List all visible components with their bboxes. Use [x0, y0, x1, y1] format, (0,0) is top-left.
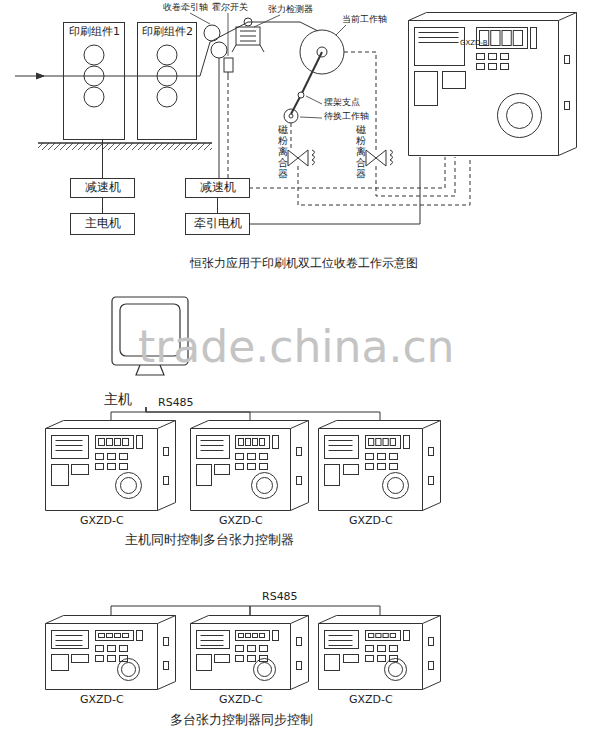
annotation: RS485	[158, 397, 194, 410]
annotation: 收卷牵引轴	[163, 2, 208, 12]
connector-line	[250, 606, 380, 615]
connector-line	[102, 198, 103, 213]
annotation: RS485	[262, 591, 298, 604]
controller-drawing	[190, 615, 309, 690]
node-label: 减速机	[85, 181, 121, 195]
node-label: 牵引电机	[194, 217, 242, 231]
node-label: GXZD-C	[219, 694, 263, 707]
tension-controller: GXZD-C	[45, 420, 177, 528]
node-label: 减速机	[200, 181, 236, 195]
node-label: 印刷组件2	[142, 26, 193, 39]
node-label: GXZD-C	[349, 515, 393, 528]
figure-caption: 恒张力应用于印刷机双工位收卷工作示意图	[190, 257, 418, 271]
unit-box: 主电机	[70, 213, 135, 235]
annotation: 霍尔开关	[212, 2, 248, 12]
printing-unit: 印刷组件1	[63, 22, 125, 140]
controller-drawing	[190, 420, 309, 511]
node-label: GXZD-C	[80, 515, 124, 528]
annotation: 主机同时控制多台张力控制器	[125, 533, 294, 548]
watermark: trade.china.cn	[138, 322, 455, 373]
unit-box: 减速机	[185, 178, 250, 198]
tension-controller: GXZD-C	[190, 615, 310, 707]
tension-controller: GXZD-C	[318, 420, 442, 528]
node-label: GXZD-C	[80, 694, 124, 707]
controller-drawing	[45, 615, 176, 690]
node-label: GXZD-C	[219, 515, 263, 528]
connector-line	[111, 606, 250, 615]
connector-line	[250, 157, 420, 224]
tension-controller: GXZD-C	[45, 615, 177, 707]
connector-line	[111, 407, 146, 420]
node-label: GXZD-B	[460, 39, 487, 47]
annotation: 张力检测器	[268, 4, 313, 14]
controller-drawing	[408, 12, 577, 156]
controller-drawing	[318, 420, 441, 511]
annotation: 待换工作轴	[324, 111, 369, 121]
node-label: 印刷组件1	[69, 26, 120, 39]
connector-line	[217, 198, 218, 213]
unit-box: 减速机	[70, 178, 135, 198]
node-label: GXZD-C	[349, 694, 393, 707]
part-name: 磁粉离合器	[356, 124, 366, 179]
printing-unit: 印刷组件2	[137, 22, 197, 140]
part-name: 磁粉离合器	[278, 124, 288, 179]
annotation: 摆架支点	[324, 97, 360, 107]
node-label: 主机	[104, 391, 132, 407]
node-label: 主电机	[85, 217, 121, 231]
tension-controller: GXZD-C	[190, 420, 310, 528]
unit-box: 牵引电机	[185, 213, 250, 235]
annotation: 当前工作轴	[342, 14, 387, 24]
controller-drawing	[45, 420, 176, 511]
annotation: 多台张力控制器同步控制	[170, 713, 313, 728]
tension-controller: GXZD-B	[408, 12, 578, 157]
controller-drawing	[318, 615, 441, 690]
tension-controller: GXZD-C	[318, 615, 442, 707]
